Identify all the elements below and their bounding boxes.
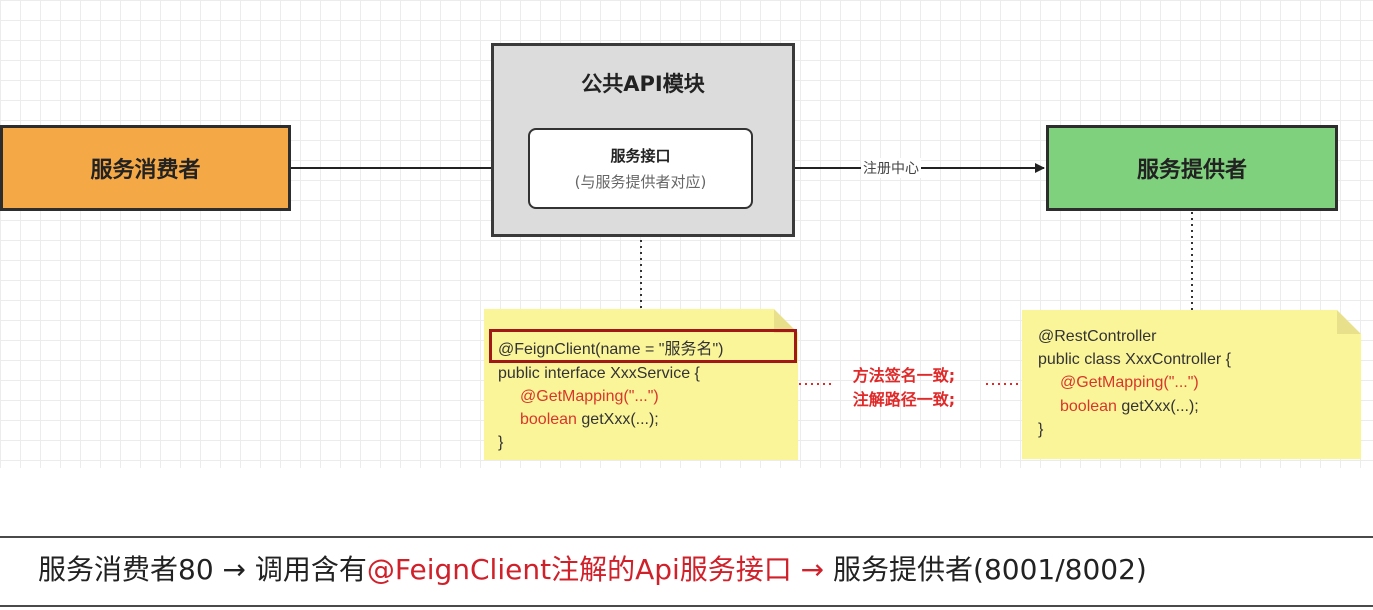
consistency-annotation: 方法签名一致; 注解路径一致; — [834, 364, 974, 412]
code-line: } — [498, 434, 504, 451]
code-annotation: @GetMapping("...") — [520, 388, 659, 405]
caption-part-provider: 服务提供者(8001/8002) — [824, 553, 1147, 586]
rest-controller-code-note: @RestController public class XxxControll… — [1022, 310, 1361, 459]
code-keyword: boolean — [1060, 398, 1117, 415]
code-text: getXxx(...); — [576, 411, 659, 428]
code-line: @FeignClient(name = "服务名") — [498, 341, 724, 358]
signature-consistent-text: 方法签名一致; — [852, 366, 956, 385]
service-provider-node: 服务提供者 — [1046, 125, 1338, 211]
caption-top-rule — [0, 536, 1373, 538]
service-consumer-node: 服务消费者 — [0, 125, 291, 211]
code-line: } — [1038, 421, 1044, 438]
caption-bottom-rule — [0, 605, 1373, 607]
caption-part-feign: @FeignClient注解的Api服务接口 → — [366, 553, 825, 586]
path-consistent-text: 注解路径一致; — [852, 390, 956, 409]
caption-part-consumer: 服务消费者80 → 调用含有 — [38, 553, 367, 586]
code-text: getXxx(...); — [1116, 398, 1199, 415]
feign-client-code-note: @FeignClient(name = "服务名") public interf… — [484, 309, 798, 460]
caption-text: 服务消费者80 → 调用含有@FeignClient注解的Api服务接口 → 服… — [38, 548, 1147, 588]
registry-center-label: 注册中心 — [861, 158, 921, 178]
code-line: public interface XxxService { — [498, 365, 700, 382]
code-line: boolean getXxx(...); — [1060, 396, 1199, 418]
service-provider-label: 服务提供者 — [1136, 158, 1247, 183]
service-interface-title: 服务接口 — [610, 147, 671, 165]
module-title: 公共API模块 — [581, 72, 705, 96]
feign-client-highlight — [489, 329, 797, 363]
code-line: boolean getXxx(...); — [520, 409, 659, 431]
service-interface-subtitle: (与服务提供者对应) — [574, 173, 707, 191]
service-consumer-label: 服务消费者 — [90, 158, 201, 183]
code-keyword: boolean — [520, 411, 577, 428]
code-line: public class XxxController { — [1038, 351, 1231, 368]
service-interface-node: 服务接口 (与服务提供者对应) — [528, 128, 753, 209]
code-line: @RestController — [1038, 328, 1157, 345]
code-annotation: @GetMapping("...") — [1060, 374, 1199, 391]
